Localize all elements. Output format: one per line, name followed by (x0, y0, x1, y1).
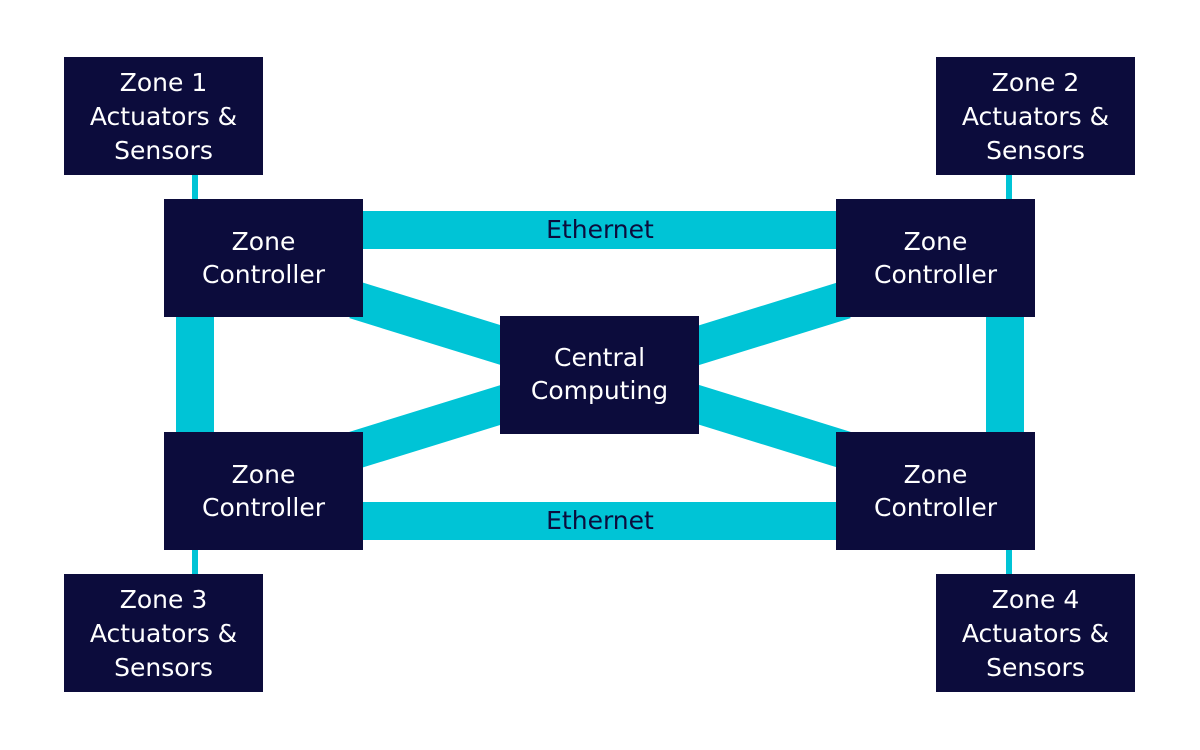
node-label: Controller (202, 260, 326, 289)
ethernet-label-bottom: Ethernet (546, 506, 654, 535)
zone-4-actuators-sensors-box: Zone 4 Actuators & Sensors (936, 574, 1135, 692)
node-label: Actuators & (90, 102, 237, 131)
link-diagonal-top-left (349, 281, 516, 367)
node-label: Sensors (986, 653, 1085, 682)
ethernet-link-top (360, 211, 840, 249)
connector-zone3 (192, 550, 198, 575)
zone-controller-top-left: Zone Controller (164, 199, 363, 317)
ethernet-link-bottom (360, 502, 840, 540)
node-label: Actuators & (90, 619, 237, 648)
link-right-vertical (986, 315, 1024, 435)
node-label: Controller (874, 493, 998, 522)
node-label: Actuators & (962, 619, 1109, 648)
node-label: Computing (531, 376, 668, 405)
zone-1-actuators-sensors-box: Zone 1 Actuators & Sensors (64, 57, 263, 175)
node-label: Zone 2 (992, 68, 1080, 97)
zone-controller-bottom-right: Zone Controller (836, 432, 1035, 550)
node-label: Actuators & (962, 102, 1109, 131)
node-label: Zone 4 (992, 585, 1080, 614)
node-label: Controller (874, 260, 998, 289)
link-diagonal-bottom-right (684, 383, 851, 469)
node-label: Sensors (114, 136, 213, 165)
node-label: Zone (904, 227, 968, 256)
central-computing-box: Central Computing (500, 316, 699, 434)
link-left-vertical (176, 315, 214, 435)
node-label: Zone 1 (120, 68, 208, 97)
ethernet-label-top: Ethernet (546, 215, 654, 244)
connector-zone1 (192, 175, 198, 200)
node-label: Sensors (114, 653, 213, 682)
node-label: Zone (232, 460, 296, 489)
zone-controller-top-right: Zone Controller (836, 199, 1035, 317)
zone-3-actuators-sensors-box: Zone 3 Actuators & Sensors (64, 574, 263, 692)
zone-controller-bottom-left: Zone Controller (164, 432, 363, 550)
node-label: Zone 3 (120, 585, 208, 614)
link-diagonal-bottom-left (349, 383, 516, 469)
node-label: Controller (202, 493, 326, 522)
connector-zone4 (1006, 550, 1012, 575)
node-label: Zone (232, 227, 296, 256)
node-label: Zone (904, 460, 968, 489)
node-label: Central (554, 343, 645, 372)
zone-2-actuators-sensors-box: Zone 2 Actuators & Sensors (936, 57, 1135, 175)
link-diagonal-top-right (684, 281, 851, 367)
node-label: Sensors (986, 136, 1085, 165)
connector-zone2 (1006, 175, 1012, 200)
